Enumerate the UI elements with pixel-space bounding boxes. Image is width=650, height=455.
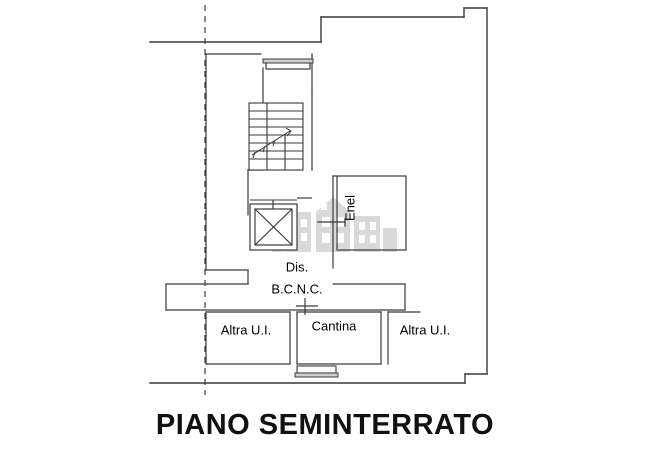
enel-room-walls — [317, 175, 407, 269]
room-label-enel: Enel — [342, 195, 357, 221]
lower-rooms-walls — [205, 311, 421, 365]
room-label-altra-ui-left: Altra U.I. — [221, 322, 272, 337]
room-label-disimpegno: Dis. — [286, 259, 308, 274]
cantina-door — [296, 298, 318, 315]
bcnc-corridor-walls — [165, 269, 406, 311]
elevator-shaft — [249, 197, 312, 251]
room-label-altra-ui-right: Altra U.I. — [400, 322, 451, 337]
outer-walls — [149, 7, 488, 384]
room-label-bcnc: B.C.N.C. — [271, 281, 322, 296]
room-label-cantina: Cantina — [312, 318, 358, 333]
bottom-door — [294, 365, 339, 378]
page-title: PIANO SEMINTERRATO — [155, 409, 495, 441]
stair-direction-arrow — [251, 127, 292, 159]
entry-door — [262, 58, 314, 70]
staircase — [248, 102, 304, 171]
